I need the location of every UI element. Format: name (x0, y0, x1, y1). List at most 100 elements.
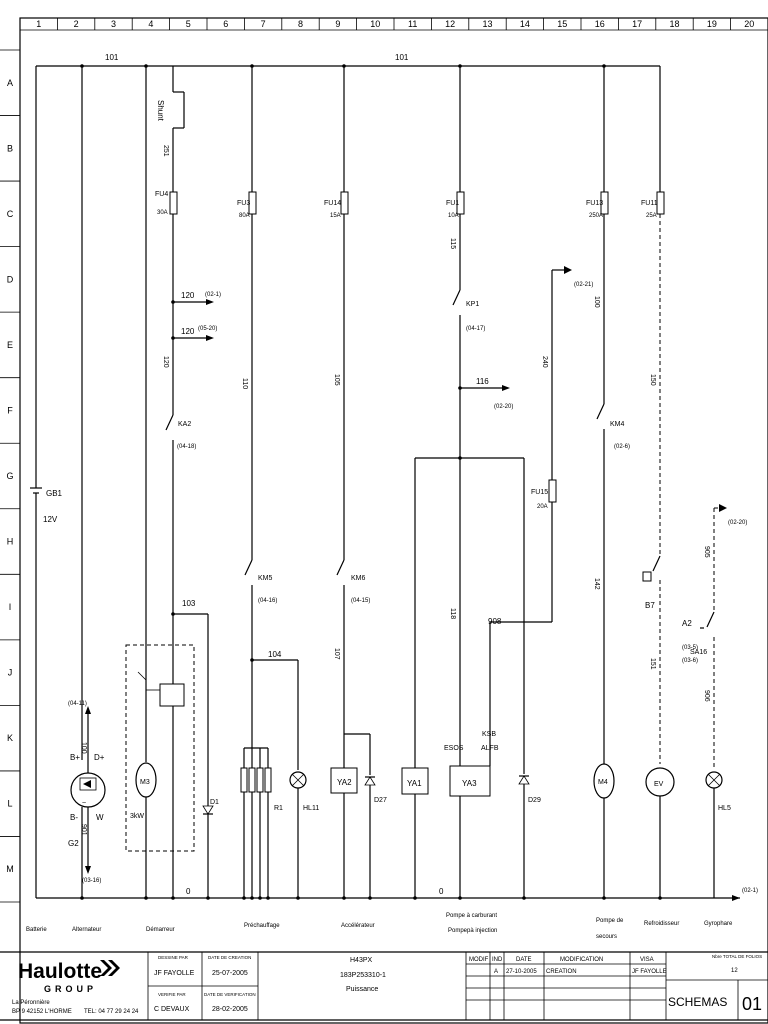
header-visa: VISA (640, 957, 654, 963)
header-modif: MODIF (469, 957, 489, 963)
function-captions: Batterie Alternateur Démarreur Préchauff… (26, 913, 733, 940)
column-number: 5 (186, 19, 191, 29)
wire-ref-240: (02-21) (574, 282, 593, 288)
wire-label-115: 115 (449, 238, 456, 249)
label-g2-dplus: D+ (94, 753, 105, 762)
row-letter: H (7, 537, 14, 547)
label-g2-bminus: B- (70, 813, 78, 822)
wire-label-116: 116 (476, 377, 489, 386)
caption-pompe-carburant-1: Pompe à carburant (446, 913, 497, 919)
value-date-creation: 25-07-2005 (212, 970, 248, 977)
row-modification: CREATION (546, 969, 577, 975)
value-folio: 01 (742, 994, 762, 1014)
row-ind: A (494, 969, 498, 975)
label-fu13-rating: 250A (589, 213, 603, 219)
column-number: 8 (298, 19, 303, 29)
wire-label-100: 100 (593, 296, 600, 308)
column-number: 1 (36, 19, 41, 29)
wire-ref-0: (02-1) (742, 888, 758, 894)
wire-label-0-b: 0 (439, 887, 444, 896)
battery-gb1 (30, 66, 42, 898)
label-g2-bplus: B+ (70, 753, 80, 762)
caption-pompe-secours-2: secours (596, 934, 617, 940)
label-d29: D29 (528, 797, 541, 804)
label-d1: D1 (210, 799, 219, 806)
wire-label-105: 105 (333, 374, 340, 386)
column-number: 7 (261, 19, 266, 29)
label-km6: KM6 (351, 575, 366, 582)
cooler-circuit (642, 66, 675, 898)
column-number: 16 (595, 19, 605, 29)
column-number: 11 (408, 19, 417, 29)
wire-label-120a: 120 (181, 291, 195, 300)
label-fu13: FU13 (586, 200, 603, 207)
ref-ka2: (04-18) (177, 444, 196, 450)
value-title: Puissance (346, 986, 378, 993)
ref-g2-top: (04-11) (68, 701, 87, 707)
value-verifie-par: C DEVAUX (154, 1006, 190, 1013)
label-fu15: FU15 (531, 489, 548, 496)
label-dessine-par: DESSINE PAR (158, 955, 189, 960)
title-block (0, 951, 768, 1021)
label-verifie-par: VERIFIE PAR (158, 992, 186, 997)
ref-km6: (04-15) (351, 598, 370, 604)
column-number: 17 (632, 19, 642, 29)
label-g2: G2 (68, 839, 79, 848)
label-r1: R1 (274, 805, 283, 812)
address-tel: TEL: 04 77 29 24 24 (84, 1009, 139, 1015)
label-fu4-rating: 30A (157, 210, 168, 216)
label-fu4: FU4 (155, 191, 168, 198)
label-shunt: Shunt (156, 100, 165, 122)
label-fu11-rating: 25A (646, 213, 657, 219)
value-date-verification: 28-02-2005 (212, 1006, 248, 1013)
row-letter: M (6, 864, 14, 874)
label-sa16: SA16 (690, 649, 707, 656)
wire-label-w100-g2: 100 (80, 742, 87, 754)
caption-pompe-secours-1: Pompe de (596, 918, 624, 924)
label-fu1: FU1 (446, 200, 459, 207)
label-date-creation: DATE DE CREATION (208, 955, 251, 960)
value-model: H43PX (350, 957, 373, 964)
label-g2-w: W (96, 813, 104, 822)
label-alfb: ALFB (481, 745, 499, 752)
label-ya2: YA2 (337, 778, 352, 787)
label-m3: M3 (140, 779, 150, 786)
row-letter: L (7, 799, 12, 809)
wire-label-101-left: 101 (105, 53, 119, 62)
label-ya1: YA1 (407, 779, 422, 788)
ref-km4: (02-6) (614, 444, 630, 450)
caption-demarreur: Démarreur (146, 927, 175, 933)
wire-label-240: 240 (541, 356, 548, 368)
ref-kp1: (04-17) (466, 326, 485, 332)
label-ev: EV (654, 781, 664, 788)
column-number: 14 (520, 19, 530, 29)
wire-ref-905: (02-20) (728, 520, 747, 526)
address-line-2: BP 9 42152 L'HORME (12, 1009, 72, 1015)
wire-label-110: 110 (241, 378, 248, 389)
column-number: 9 (335, 19, 340, 29)
caption-pompe-carburant-2: Pompepà injection (448, 928, 497, 934)
row-date: 27-10-2005 (506, 969, 537, 975)
column-number: 2 (74, 19, 79, 29)
preheat-circuit (240, 66, 307, 898)
wire-label-151: 151 (649, 658, 656, 670)
label-ya3: YA3 (462, 779, 477, 788)
row-letter: I (9, 602, 12, 612)
label-hl5: HL5 (718, 805, 731, 812)
alternator-g2: ~ (70, 66, 106, 898)
row-letter: B (7, 143, 13, 153)
caption-refroidisseur: Refroidisseur (644, 921, 679, 927)
logo-group: GROUP (44, 984, 97, 994)
header-ind: IND (492, 957, 503, 963)
column-number: 4 (148, 19, 153, 29)
ref-sa16-1: (03-5) (682, 645, 698, 651)
row-visa: JF FAYOLLE (632, 969, 667, 975)
label-fu1-rating: 10A (448, 213, 459, 219)
wire-label-120b: 120 (181, 327, 195, 336)
label-ka2: KA2 (178, 421, 191, 428)
wire-label-251: 251 (162, 145, 169, 157)
column-number: 13 (482, 19, 492, 29)
